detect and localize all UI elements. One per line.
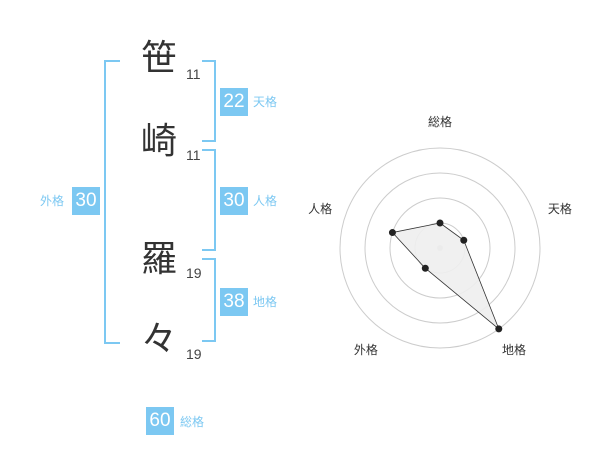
radar-ring (389, 197, 491, 299)
gaikaku-bracket (104, 60, 120, 344)
name-char-2: 崎 (141, 121, 178, 162)
radar-axis-label: 総格 (428, 114, 452, 129)
stroke-count-4: 19 (186, 346, 202, 362)
jinkaku-bracket (202, 149, 216, 251)
radar-point (460, 236, 468, 244)
tenkaku-label: 天格 (253, 95, 278, 109)
stroke-count-2: 11 (186, 147, 201, 163)
radar-point (421, 264, 429, 272)
chikaku-label: 地格 (253, 295, 278, 309)
radar-point (436, 219, 444, 227)
radar-axis-label: 人格 (308, 201, 332, 216)
chikaku-badge: 38 (220, 288, 248, 316)
radar-area (391, 222, 500, 330)
radar-point (495, 325, 503, 333)
gaikaku-label: 外格 (40, 194, 65, 208)
soukaku-badge: 60 (146, 407, 174, 435)
soukaku-label: 総格 (180, 415, 205, 429)
radar-axis-label: 地格 (502, 342, 526, 357)
radar-axis-label: 外格 (354, 342, 378, 357)
name-char-4: 々 (141, 319, 178, 360)
tenkaku-bracket (202, 60, 216, 142)
name-char-1: 笹 (141, 38, 178, 79)
radar-ring (339, 147, 541, 349)
jinkaku-label: 人格 (253, 194, 278, 208)
stroke-count-3: 19 (186, 265, 202, 281)
name-char-3: 羅 (141, 239, 178, 280)
radar-axis-label: 天格 (548, 201, 572, 216)
tenkaku-badge: 22 (220, 88, 248, 116)
chikaku-bracket (202, 258, 216, 342)
radar-ring (364, 172, 516, 324)
jinkaku-badge: 30 (220, 187, 248, 215)
stroke-count-1: 11 (186, 66, 201, 82)
gaikaku-badge: 30 (72, 187, 100, 215)
radar-point (388, 229, 396, 237)
